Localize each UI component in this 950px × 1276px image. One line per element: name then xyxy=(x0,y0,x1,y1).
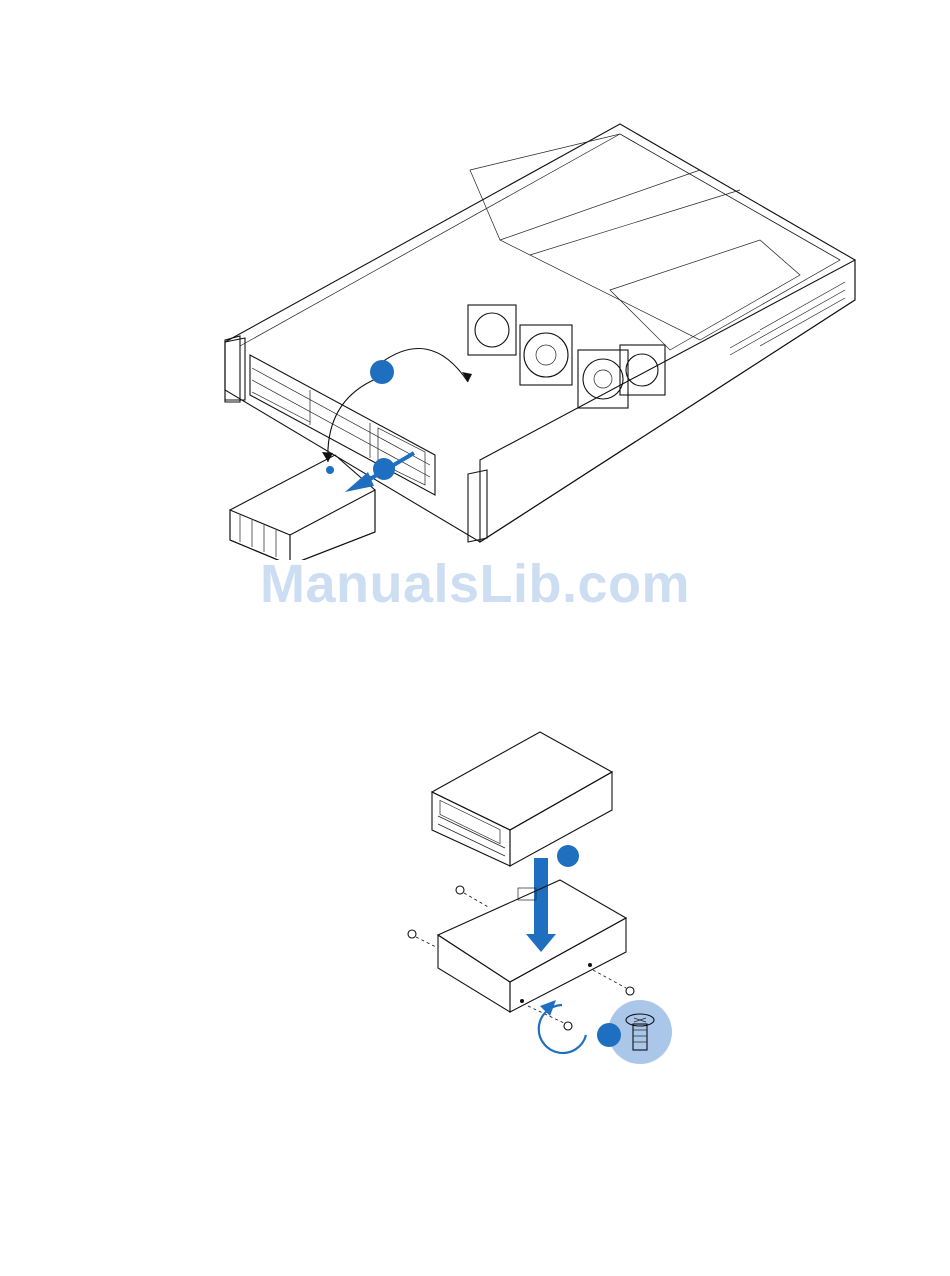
optical-drive xyxy=(432,732,612,866)
callout-3 xyxy=(557,845,579,867)
drive-carrier xyxy=(438,880,626,1012)
chassis-body xyxy=(225,124,855,542)
server-chassis-illustration xyxy=(200,110,880,560)
screws xyxy=(408,886,634,1030)
callout-4 xyxy=(597,1023,621,1047)
fan-assembly xyxy=(468,305,665,408)
rotate-arrow xyxy=(539,1000,586,1053)
callout-1 xyxy=(370,360,394,384)
callout-2 xyxy=(373,458,395,480)
drive-cage xyxy=(230,455,375,560)
watermark: ManualsLib.com xyxy=(0,553,950,615)
insert-arrow xyxy=(526,858,556,952)
drive-carrier-illustration xyxy=(390,720,690,1080)
motion-arrows xyxy=(322,349,472,462)
